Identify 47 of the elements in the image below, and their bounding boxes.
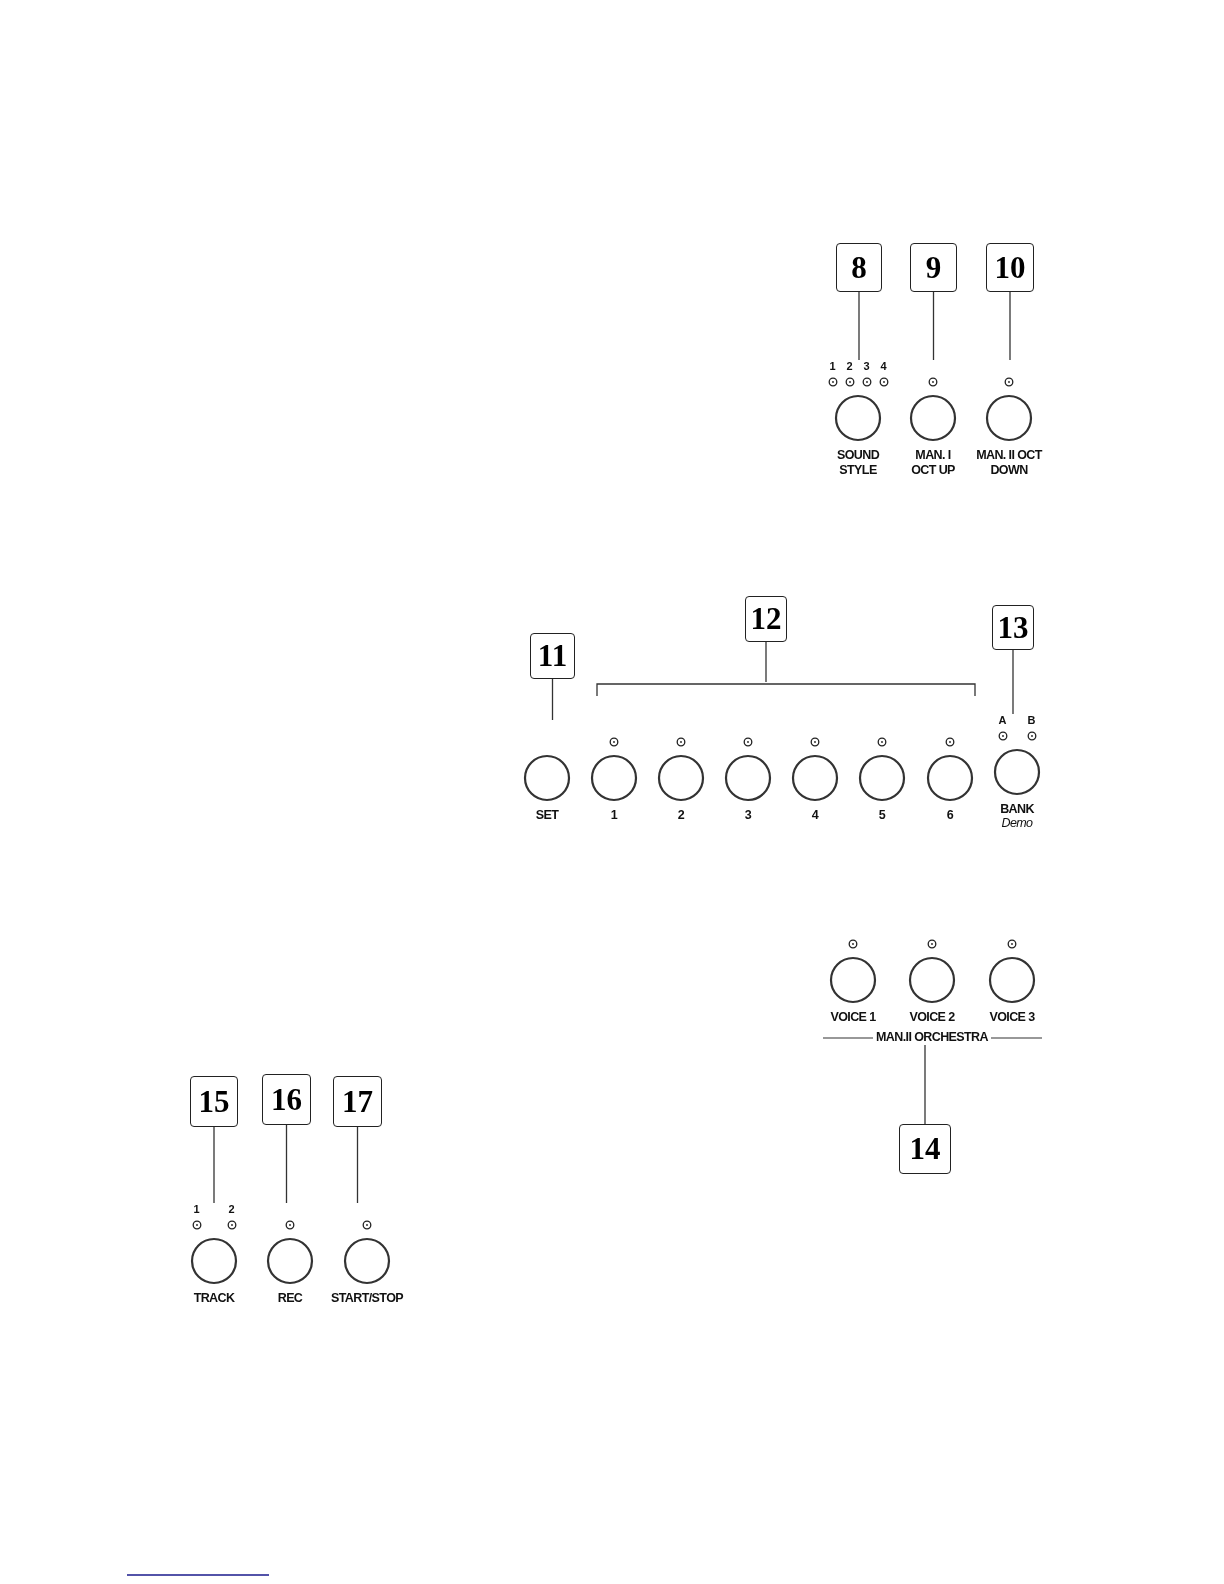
button-label: VOICE 2 (908, 1010, 956, 1025)
callout-number: 13 (992, 605, 1034, 650)
indicator-number: A (997, 714, 1008, 726)
leader-line (356, 1126, 359, 1204)
button-label: 3 (743, 808, 753, 823)
indicator-number: 2 (845, 360, 854, 372)
button-label: MAN. II OCT DOWN (975, 448, 1043, 478)
leader-line (765, 641, 767, 683)
indicator-number: 4 (879, 360, 888, 372)
callout-number: 17 (333, 1076, 382, 1127)
group-label: MAN.II ORCHESTRA (876, 1030, 988, 1045)
button-label: 6 (945, 808, 955, 823)
callout-number: 12 (745, 596, 787, 642)
button-label: START/STOP (330, 1291, 404, 1306)
button-label: SET (534, 808, 560, 823)
leader-line (1009, 291, 1011, 361)
indicator-number: 3 (862, 360, 871, 372)
bracket (595, 682, 977, 698)
button-label: VOICE 1 (829, 1010, 877, 1025)
leader-line (285, 1124, 288, 1204)
callout-number: 10 (986, 243, 1034, 292)
callout-number: 9 (910, 243, 957, 292)
button-label: MAN. I OCT UP (910, 448, 956, 478)
leader-line (551, 678, 554, 721)
indicator-number: 1 (828, 360, 837, 372)
button-label: 4 (810, 808, 820, 823)
indicator-number: B (1026, 714, 1037, 726)
leader-line (858, 291, 860, 361)
callout-number: 8 (836, 243, 882, 292)
leader-line (932, 291, 935, 361)
button-sublabel: Demo (1000, 816, 1034, 831)
indicator-number: 1 (192, 1203, 201, 1215)
callout-number: 14 (899, 1124, 951, 1174)
callout-number: 16 (262, 1074, 311, 1125)
callout-number: 11 (530, 633, 575, 679)
leader-line (1012, 649, 1014, 715)
button-label: TRACK (192, 1291, 236, 1306)
indicator-number: 2 (227, 1203, 236, 1215)
button-label: 5 (877, 808, 887, 823)
callout-number: 15 (190, 1076, 238, 1127)
leader-line (213, 1126, 215, 1204)
button-label: SOUND STYLE (835, 448, 881, 478)
button-label: VOICE 3 (988, 1010, 1036, 1025)
button-label: BANK (999, 802, 1035, 817)
button-label: 1 (609, 808, 619, 823)
leader-line (924, 1044, 926, 1125)
button-label: 2 (676, 808, 686, 823)
